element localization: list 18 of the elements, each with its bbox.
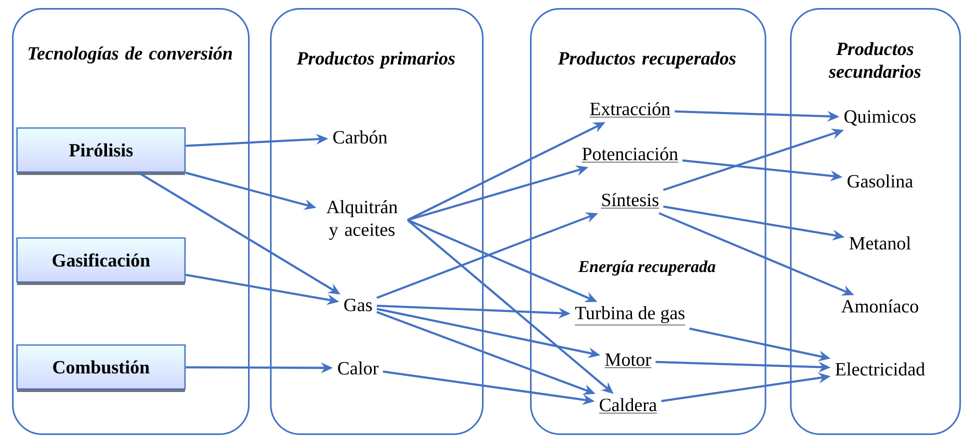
- product-label: Alquitrán y aceites: [326, 200, 398, 240]
- product-label: Carbón: [333, 130, 388, 144]
- product-label: Quimicos: [844, 110, 916, 126]
- product-label: Extracción: [589, 102, 671, 118]
- product-label: Gasolina: [848, 174, 913, 188]
- product-label: Turbina de gas: [574, 306, 686, 326]
- process-button: Gasificación: [16, 237, 186, 285]
- product-label: Electricidad: [835, 362, 925, 376]
- product-label: Gas: [344, 298, 372, 312]
- process-button: Combustión: [16, 344, 186, 392]
- product-label: Metanol: [849, 236, 911, 250]
- product-label: Potenciación: [582, 147, 678, 162]
- product-label: Calor: [338, 361, 379, 375]
- product-label: Motor: [604, 353, 652, 368]
- product-label: Síntesis: [600, 193, 660, 208]
- product-label: Caldera: [598, 398, 658, 414]
- process-button: Pirólisis: [16, 127, 186, 175]
- product-label: Amoníaco: [841, 299, 918, 313]
